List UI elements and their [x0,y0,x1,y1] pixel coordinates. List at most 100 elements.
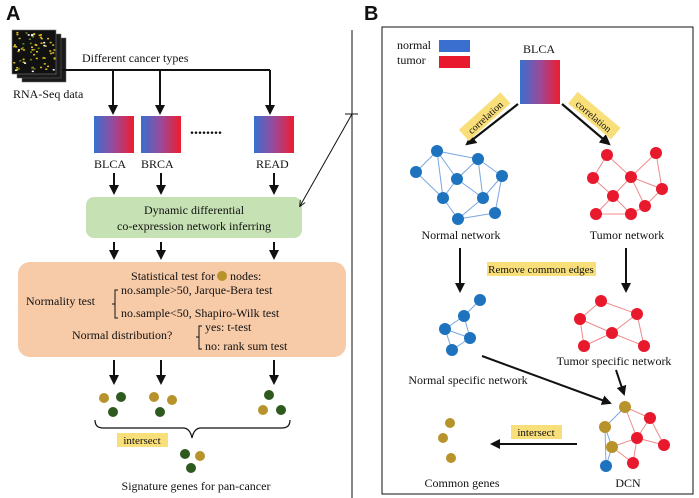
normality-option-2: no.sample<50, Shapiro-Wilk test [121,306,280,320]
tumor-specific-network [574,295,650,352]
ellipsis-dots: ........ [190,121,222,138]
distribution-no: no: rank sum test [205,339,288,353]
network-inference-line2: co-expression network inferring [117,219,271,233]
normal-specific-network [439,294,486,356]
heatmap-speckle [43,63,46,65]
pointer-line [300,113,353,206]
legend-normal-label: normal [397,38,432,52]
heatmap-speckle [29,58,32,61]
heatmap-speckle [47,65,50,68]
distribution-bracket [196,325,202,350]
dcn-network [599,401,670,472]
heatmap-speckle [40,37,43,40]
heatmap-speckle [22,43,25,45]
normal-specific-label: Normal specific network [408,373,527,387]
heatmap-speckle [52,44,55,46]
legend-tumor-label: tumor [397,53,426,67]
heatmap-speckle [18,37,21,40]
heatmap-speckle [17,67,20,70]
blca-dataset-box [520,60,560,104]
heatmap-speckle [20,48,23,50]
legend-normal-swatch [439,40,470,52]
statistical-test-box [18,262,346,357]
heatmap-speckle [17,50,20,53]
gene-cluster-2 [149,392,177,417]
normal-network [410,145,508,225]
heatmap-speckle [33,68,36,70]
arrows-to-genes [109,360,279,385]
normality-option-1: no.sample>50, Jarque-Bera test [121,283,273,297]
heatmap-speckle [42,57,45,59]
heatmap-speckle [31,34,34,36]
normal-network-label: Normal network [422,228,501,242]
heatmap-speckle [33,33,35,36]
arrow-tumor-specific-to-dcn [615,369,627,396]
heatmap-speckle [18,49,20,51]
heatmap-speckle [45,68,48,70]
heatmap-speckle [31,46,33,48]
panel-b-letter: B [364,3,378,25]
heatmap-speckle [40,42,43,44]
common-genes-label: Common genes [425,476,500,490]
gene-cluster-3 [258,390,286,415]
heatmap-speckle [21,47,24,49]
cancer-type-brca: BRCA [141,157,174,171]
heatmap-speckle [19,60,22,62]
heatmap-speckle [16,33,19,36]
heatmap-speckle [40,66,43,69]
heatmap-speckle [52,52,55,54]
panel-b-frame [381,26,694,495]
heatmap-speckle [53,49,56,51]
heatmap-speckle [28,38,31,40]
arrow-normal-specific-to-dcn [481,355,612,405]
panel-a: A RNA-Seq data Different cancer types ..… [6,3,353,493]
rna-seq-data-label: RNA-Seq data [13,87,84,101]
arrow-to-tumor-network [561,103,611,146]
heatmap-speckle [49,41,52,44]
arrows-to-stat-test [109,242,279,260]
heatmap-speckle [16,31,19,34]
heatmap-speckle [50,52,53,55]
heatmap-speckle [37,47,40,49]
legend-tumor-swatch [439,56,470,68]
gene-cluster-1 [99,392,126,417]
intersect-tag-a [117,433,168,447]
normal-distribution-label: Normal distribution? [72,328,172,342]
read-box [254,116,294,153]
heatmap-speckle [14,44,16,46]
heatmap-speckle [16,67,19,69]
network-inference-box [86,197,302,238]
normality-bracket [112,289,118,319]
heatmap-speckle [33,54,36,56]
arrow-to-normal-network [465,103,519,146]
heatmap-speckle [43,57,46,59]
heatmap-speckle [44,45,47,47]
heatmap-speckle [23,49,25,51]
arrows-to-inference [109,173,279,195]
intersect-label-a: intersect [123,435,160,447]
heatmap-speckle [27,34,30,36]
brca-box [141,116,181,153]
distribution-yes: yes: t-test [205,320,252,334]
heatmap-speckle [22,61,25,63]
heatmap-speckle [13,62,16,64]
heatmap-speckle [36,51,38,53]
tumor-specific-label: Tumor specific network [557,354,672,368]
heatmap-speckle [25,32,28,34]
blca-dataset-label: BLCA [523,42,555,56]
heatmap-speckle [52,69,55,71]
heatmap-speckle [22,58,25,61]
heatmap-speckle [31,49,34,51]
heatmap-speckle [31,70,34,73]
common-genes-cluster [438,418,456,463]
heatmap-speckle [53,58,56,60]
heatmap-speckle [38,34,41,36]
stat-title-pre: Statistical test for [131,269,215,283]
heatmap-speckle [39,36,42,39]
intersect-brace [94,419,291,439]
stat-title-post: nodes: [230,269,261,283]
heatmap-speckle [31,67,34,69]
heatmap-speckle [24,62,27,64]
heatmap-speckle [16,69,19,71]
